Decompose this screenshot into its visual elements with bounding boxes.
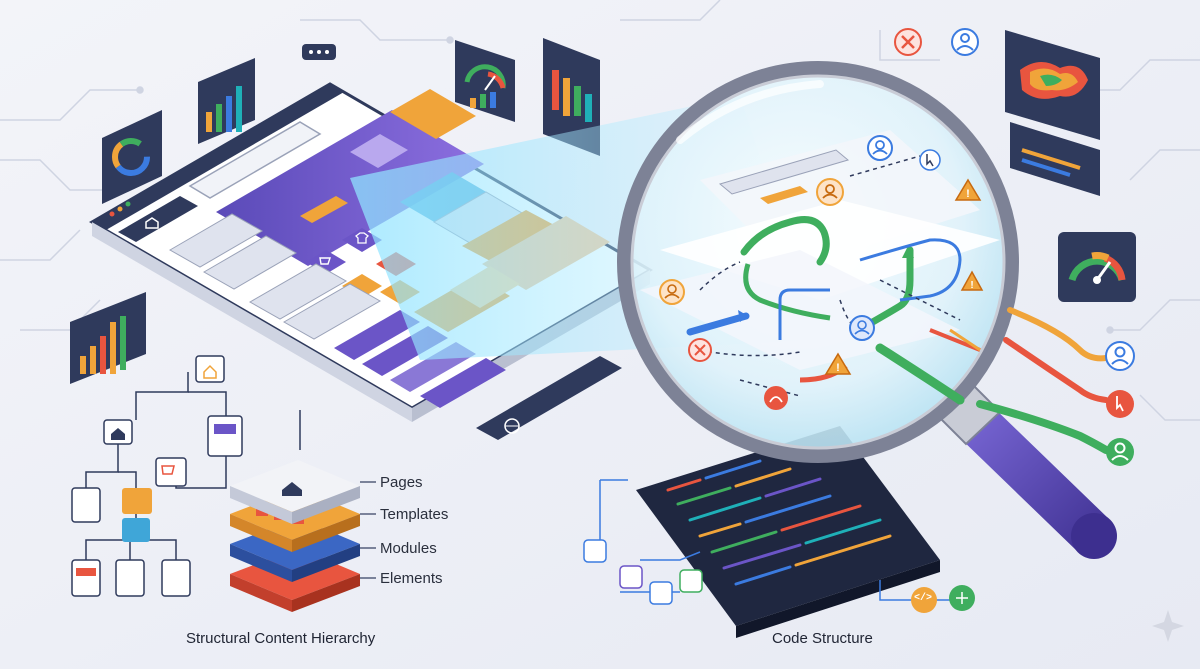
caption-code-structure: Code Structure [772,630,873,647]
label-templates: Templates [380,506,449,523]
more-options-widget [302,44,336,60]
gauge-widget-right [1058,232,1136,302]
bar-chart-widget-right [543,38,600,156]
warning-icon [954,178,982,201]
svg-text:!: ! [836,362,840,374]
code-icon [911,587,937,613]
label-pages: Pages [380,474,423,491]
gauge-widget-top [455,40,515,122]
home-icon [145,217,159,229]
magnifier-icon: ! ! ! [617,61,1117,559]
svg-text:!: ! [970,280,973,291]
heatmap-widget [1005,30,1100,196]
bar-chart-widget-top [198,58,255,144]
sparkle-mark [1152,610,1184,642]
layer-stack [230,460,376,612]
caption-structural-hierarchy: Structural Content Hierarchy [186,630,376,647]
code-editor [583,426,975,638]
shirt-icon [355,232,369,244]
tree-nodes [71,355,243,597]
top-status-icons [894,28,979,56]
label-elements: Elements [380,570,443,587]
code-badge-label: </> [914,593,933,604]
label-modules: Modules [380,540,437,557]
bar-chart-widget-left [70,292,146,384]
right-flow [976,307,1135,466]
donut-chart-icon [112,138,150,176]
svg-text:!: ! [966,188,970,200]
cart-icon [319,257,331,265]
donut-chart-widget [102,110,162,204]
